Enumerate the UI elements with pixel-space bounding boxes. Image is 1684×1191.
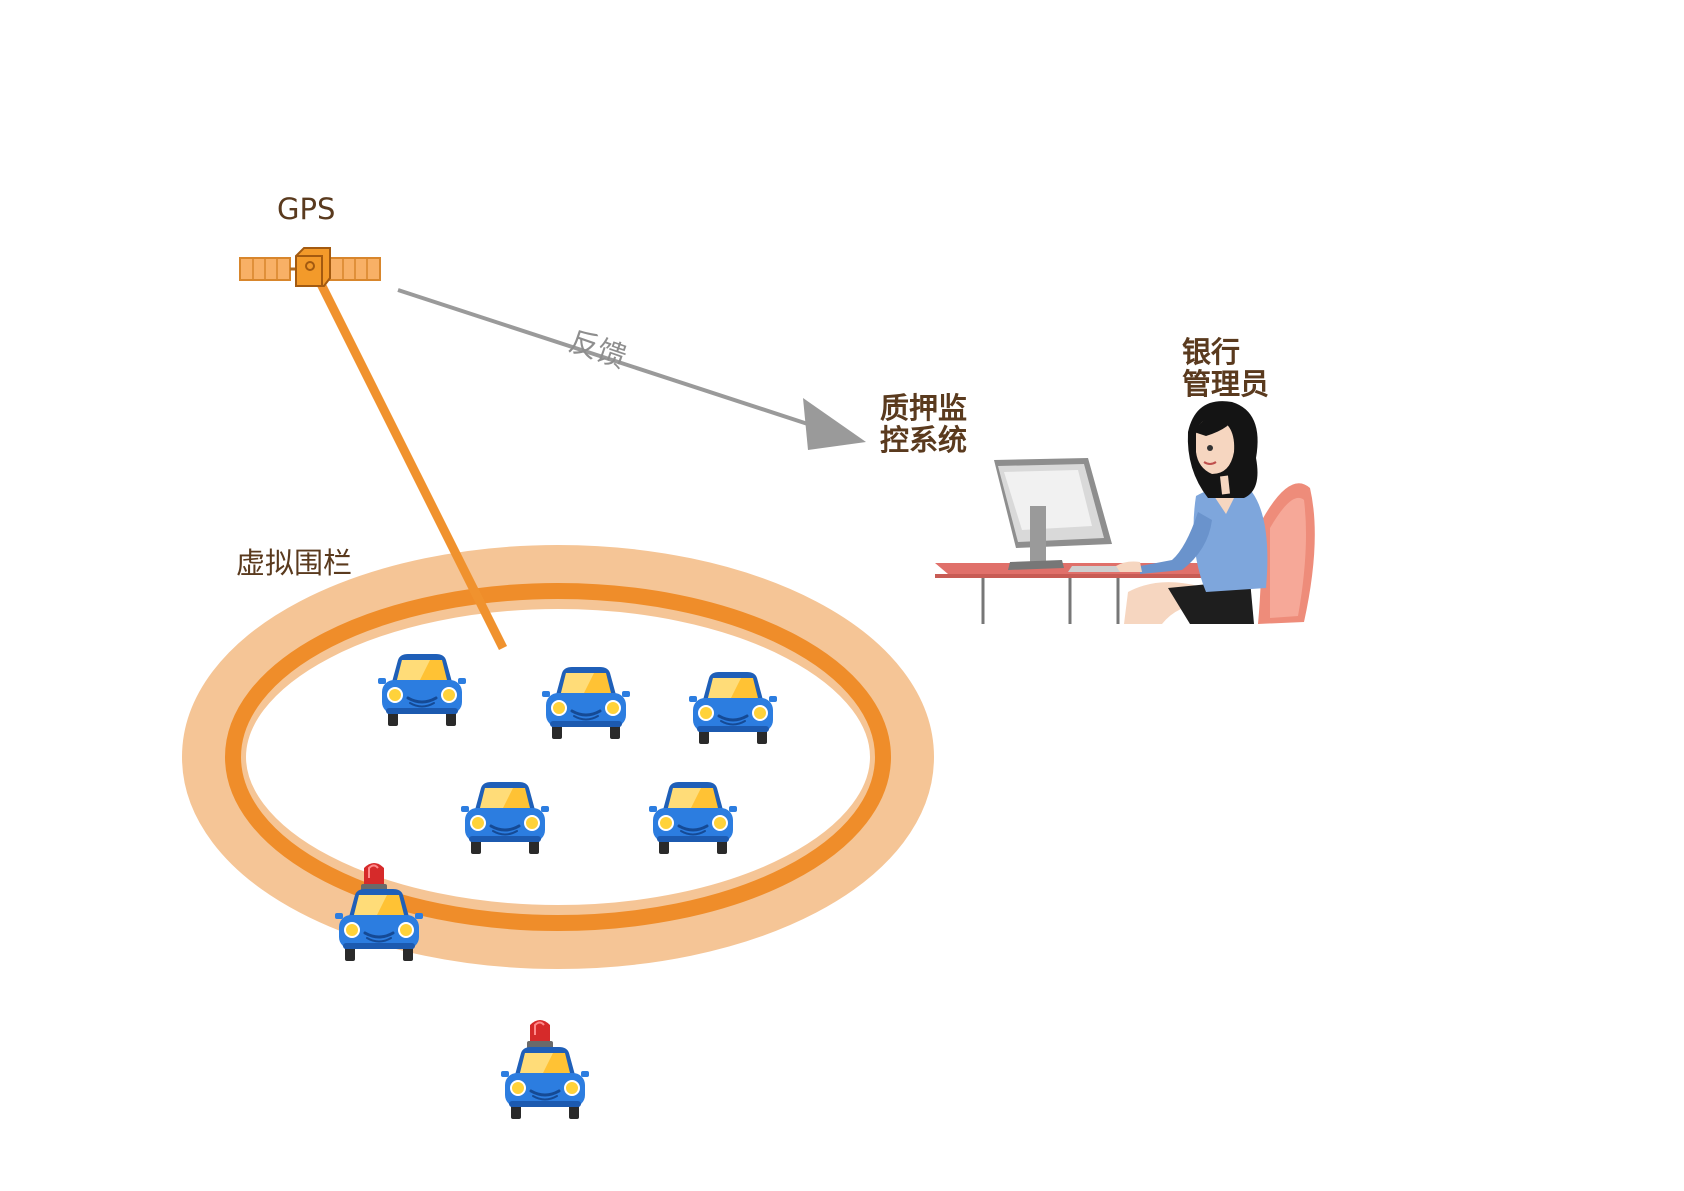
siren-icon (526, 1019, 554, 1050)
office-scene (935, 401, 1315, 624)
monitor-icon (994, 458, 1122, 572)
car-icon (499, 1045, 591, 1121)
manager-label-line1: 银行 (1182, 335, 1241, 369)
system-label-line2: 控系统 (880, 423, 968, 457)
car-icon (540, 665, 632, 741)
gps-label: GPS (277, 192, 336, 226)
manager-label-line2: 管理员 (1182, 367, 1270, 401)
pledge-monitoring-system-label: 质押监 控系统 (880, 392, 967, 456)
satellite-icon (239, 247, 381, 287)
gps-beam (313, 275, 508, 651)
feedback-arrow (397, 288, 866, 450)
car-icon (376, 652, 468, 728)
woman-operator-icon (1116, 401, 1268, 624)
virtual-fence-label: 虚拟围栏 (236, 546, 353, 580)
car-icon (687, 670, 779, 746)
car-icon (647, 780, 739, 856)
virtual-fence (182, 545, 934, 969)
office-chair-icon (1258, 483, 1315, 624)
bank-manager-label: 银行 管理员 (1182, 336, 1269, 400)
system-label-line1: 质押监 (880, 391, 968, 425)
siren-icon (360, 862, 388, 893)
car-icon (459, 780, 551, 856)
